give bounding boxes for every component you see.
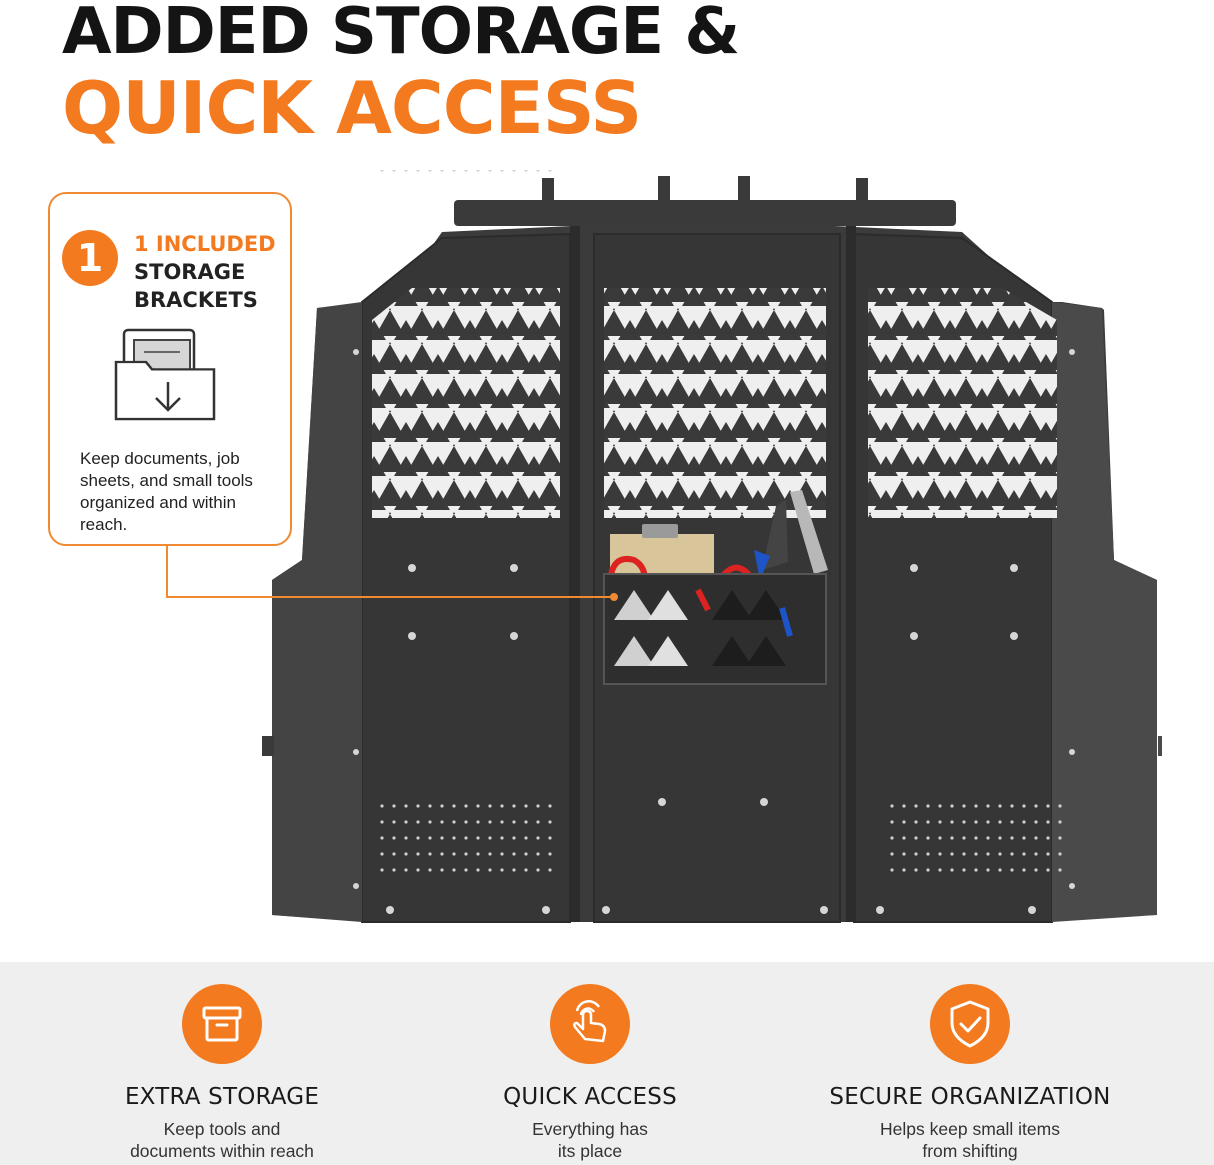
van-partition-image <box>262 170 1162 923</box>
mesh-window-center <box>604 288 826 518</box>
mesh-window-left <box>372 288 560 518</box>
mesh-window-right <box>868 288 1057 518</box>
feature-quick-access: QUICK ACCESS Everything has its place <box>430 984 750 1162</box>
callout-title-highlight: 1 INCLUDED <box>134 232 276 256</box>
feature-extra-storage: EXTRA STORAGE Keep tools and documents w… <box>62 984 382 1162</box>
shield-check-icon <box>930 984 1010 1064</box>
feature-title: SECURE ORGANIZATION <box>829 1084 1111 1110</box>
callout-title: 1 INCLUDED STORAGE BRACKETS <box>134 230 284 314</box>
feature-secure-organization: SECURE ORGANIZATION Helps keep small ite… <box>810 984 1130 1162</box>
headline-line-2: QUICK ACCESS <box>62 66 642 150</box>
callout-description: Keep documents, job sheets, and small to… <box>80 449 253 534</box>
storage-bracket-callout: 1 1 INCLUDED STORAGE BRACKETS Keep docum… <box>48 192 292 546</box>
pliers <box>762 500 788 570</box>
callout-title-rest: STORAGE BRACKETS <box>134 260 258 312</box>
feature-description: Helps keep small items from shifting <box>880 1119 1060 1161</box>
tap-hand-icon <box>550 984 630 1064</box>
headline-line-1: ADDED STORAGE & <box>62 0 740 69</box>
feature-band: EXTRA STORAGE Keep tools and documents w… <box>0 962 1214 1165</box>
perforation-left <box>380 170 552 872</box>
storage-box-icon <box>182 984 262 1064</box>
folder-download-icon <box>110 322 222 439</box>
feature-description: Keep tools and documents within reach <box>130 1119 314 1161</box>
top-rail <box>454 200 956 226</box>
feature-title: EXTRA STORAGE <box>124 1084 320 1110</box>
storage-bracket <box>603 573 827 685</box>
feature-description: Everything has its place <box>532 1119 648 1161</box>
callout-number-badge: 1 <box>62 230 118 286</box>
feature-title: QUICK ACCESS <box>503 1084 677 1110</box>
caliper <box>790 490 828 574</box>
